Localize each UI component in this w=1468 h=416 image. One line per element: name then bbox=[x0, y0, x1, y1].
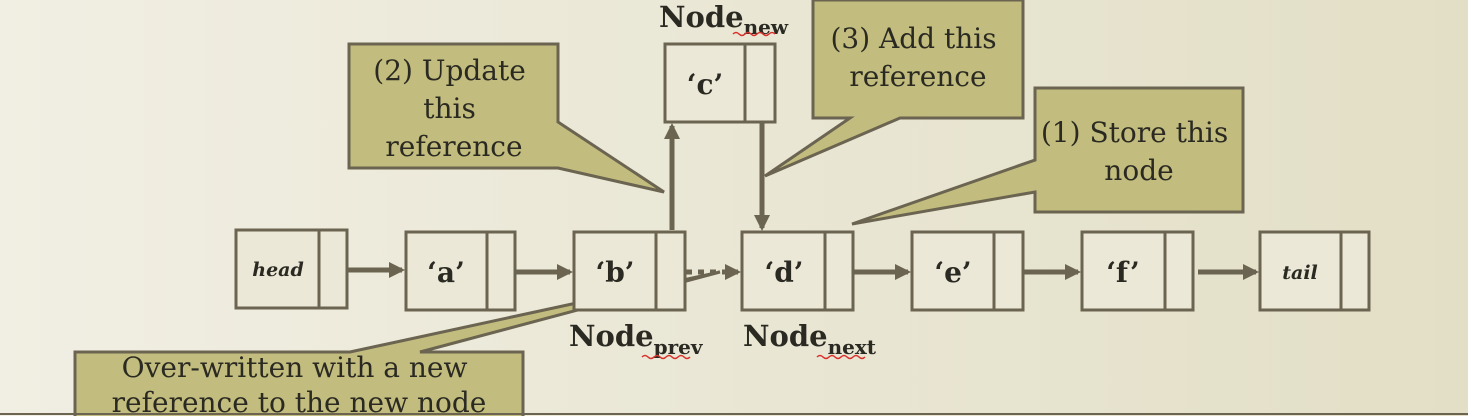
node-tail-label: tail bbox=[1282, 262, 1318, 284]
callout-add-line-2: reference bbox=[849, 60, 986, 93]
callout-store-node: (1) Store this node bbox=[851, 86, 1245, 226]
svg-text:Nodeprev: Nodeprev bbox=[569, 319, 704, 359]
callout-overwritten-line-1: Over-written with a new bbox=[122, 351, 468, 384]
callout-overwritten-line-2: reference to the new node bbox=[112, 386, 487, 416]
node-head-label: head bbox=[252, 259, 304, 281]
node-tail: tail bbox=[1258, 230, 1371, 312]
callout-overwritten: Over-written with a new reference to the… bbox=[73, 270, 721, 416]
label-node-new: Nodenew bbox=[659, 0, 789, 39]
svg-text:(3) Add this reference: (3) Add this reference bbox=[830, 22, 1005, 93]
label-node-new-main: Node bbox=[659, 0, 744, 34]
callout-update-line-2: this bbox=[423, 92, 476, 125]
node-a-label: ‘a’ bbox=[427, 256, 465, 289]
node-c: ‘c’ bbox=[663, 42, 777, 124]
label-node-next: Nodenext bbox=[743, 319, 877, 360]
node-f-label: ‘f’ bbox=[1106, 256, 1140, 289]
node-e-label: ‘e’ bbox=[934, 256, 971, 289]
callout-store-line-2: node bbox=[1104, 154, 1173, 187]
svg-text:Nodenext: Nodenext bbox=[743, 319, 877, 359]
node-c-label: ‘c’ bbox=[687, 68, 724, 101]
node-d-label: ‘d’ bbox=[764, 256, 803, 289]
callout-update-reference: (2) Update this reference bbox=[347, 42, 665, 194]
node-b: ‘b’ bbox=[572, 230, 687, 312]
svg-text:(2) Update this re: (2) Update this reference bbox=[373, 54, 534, 163]
callout-add-line-1: (3) Add this bbox=[830, 22, 996, 55]
callout-add-reference: (3) Add this reference bbox=[764, 0, 1025, 178]
label-node-next-sub: next bbox=[828, 335, 877, 359]
callout-update-line-1: (2) Update bbox=[373, 54, 526, 87]
callout-store-line-1: (1) Store this bbox=[1041, 116, 1228, 149]
svg-text:(1) Store this node: (1) Store this node bbox=[1041, 116, 1237, 187]
node-b-label: ‘b’ bbox=[595, 256, 634, 289]
svg-text:Nodenew: Nodenew bbox=[659, 0, 789, 39]
list-links bbox=[348, 122, 1259, 280]
node-a: ‘a’ bbox=[404, 230, 517, 312]
label-node-next-main: Node bbox=[743, 319, 828, 353]
label-node-prev: Nodeprev bbox=[569, 319, 704, 360]
svg-text:Over-written with a new: Over-written with a new reference to the… bbox=[112, 351, 487, 416]
node-d: ‘d’ bbox=[740, 230, 855, 312]
callout-update-line-3: reference bbox=[385, 130, 522, 163]
node-f: ‘f’ bbox=[1080, 230, 1195, 312]
node-head: head bbox=[234, 228, 349, 310]
node-e: ‘e’ bbox=[910, 230, 1025, 312]
label-node-prev-main: Node bbox=[569, 319, 654, 353]
label-node-prev-sub: prev bbox=[654, 335, 704, 359]
